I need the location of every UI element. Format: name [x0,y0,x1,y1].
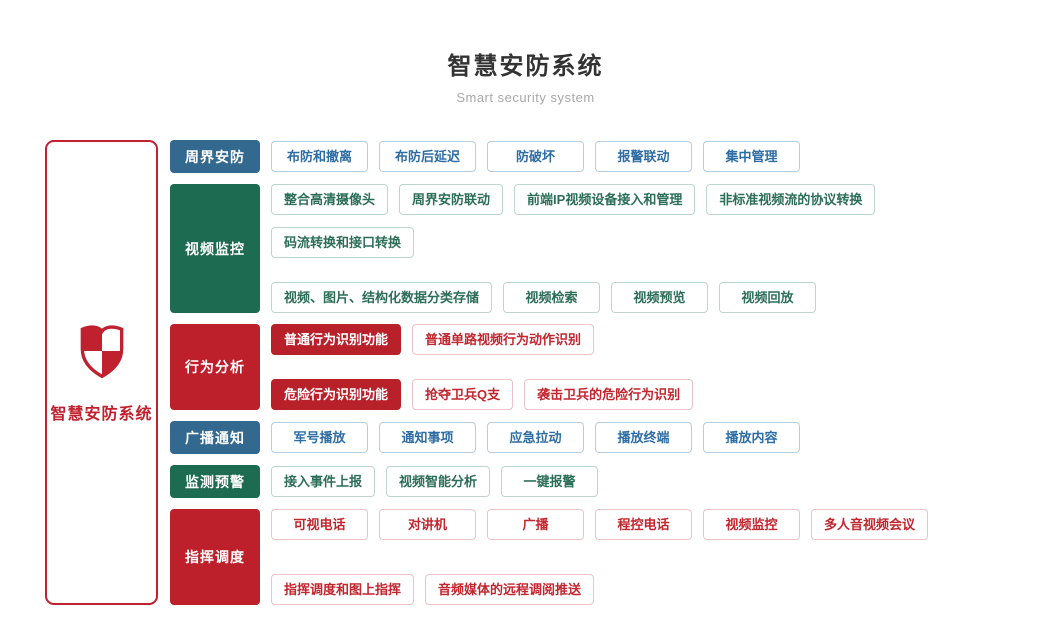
feature-item: 集中管理 [703,141,800,172]
feature-item: 报警联动 [595,141,692,172]
group-row-video-surveillance: 视频监控整合高清摄像头周界安防联动前端IP视频设备接入和管理非标准视频流的协议转… [170,184,1005,313]
group-items-perimeter-security: 布防和撤离布防后延迟防破坏报警联动集中管理 [271,140,1005,173]
group-items-monitoring-warning: 接入事件上报视频智能分析一键报警 [271,465,1005,498]
feature-item: 视频预览 [611,282,709,313]
feature-item: 视频智能分析 [386,466,491,497]
feature-item: 应急拉动 [487,422,584,453]
feature-item: 视频、图片、结构化数据分类存储 [271,282,493,313]
feature-item: 抢夺卫兵Q支 [412,379,514,410]
group-items-video-surveillance: 整合高清摄像头周界安防联动前端IP视频设备接入和管理非标准视频流的协议转换码流转… [271,184,1005,313]
diagram: 智慧安防系统 周界安防布防和撤离布防后延迟防破坏报警联动集中管理视频监控整合高清… [45,140,1005,605]
feature-item: 码流转换和接口转换 [271,227,415,258]
feature-item: 一键报警 [501,466,599,497]
group-row-perimeter-security: 周界安防布防和撤离布防后延迟防破坏报警联动集中管理 [170,140,1005,173]
feature-item: 程控电话 [595,509,692,540]
group-label-monitoring-warning: 监测预警 [170,465,260,498]
feature-item: 危险行为识别功能 [271,379,402,410]
group-items-broadcast-notification: 军号播放通知事项应急拉动播放终端播放内容 [271,421,1005,454]
feature-item: 袭击卫兵的危险行为识别 [524,379,694,410]
feature-item: 视频检索 [503,282,601,313]
group-label-broadcast-notification: 广播通知 [170,421,260,454]
page-subtitle: Smart security system [456,90,595,105]
feature-groups: 周界安防布防和撤离布防后延迟防破坏报警联动集中管理视频监控整合高清摄像头周界安防… [170,140,1005,605]
feature-item: 指挥调度和图上指挥 [271,574,415,605]
root-node-label: 智慧安防系统 [50,405,153,423]
feature-item: 前端IP视频设备接入和管理 [514,184,696,215]
page-header: 智慧安防系统 Smart security system [0,0,1051,105]
feature-item: 通知事项 [379,422,476,453]
group-row-behavior-analysis: 行为分析普通行为识别功能普通单路视频行为动作识别危险行为识别功能抢夺卫兵Q支袭击… [170,324,1005,410]
feature-item: 普通行为识别功能 [271,324,402,355]
feature-item: 视频回放 [719,282,817,313]
group-items-behavior-analysis: 普通行为识别功能普通单路视频行为动作识别危险行为识别功能抢夺卫兵Q支袭击卫兵的危… [271,324,1005,410]
feature-item: 布防和撤离 [271,141,368,172]
feature-item: 军号播放 [271,422,368,453]
group-label-command-dispatch: 指挥调度 [170,509,260,605]
feature-item: 接入事件上报 [271,466,376,497]
group-label-video-surveillance: 视频监控 [170,184,260,313]
feature-item: 音频媒体的远程调阅推送 [425,574,595,605]
group-row-monitoring-warning: 监测预警接入事件上报视频智能分析一键报警 [170,465,1005,498]
group-label-behavior-analysis: 行为分析 [170,324,260,410]
group-row-broadcast-notification: 广播通知军号播放通知事项应急拉动播放终端播放内容 [170,421,1005,454]
group-row-command-dispatch: 指挥调度可视电话对讲机广播程控电话视频监控多人音视频会议指挥调度和图上指挥音频媒… [170,509,1005,605]
feature-item: 播放内容 [703,422,800,453]
feature-item: 布防后延迟 [379,141,476,172]
feature-item: 普通单路视频行为动作识别 [412,324,595,355]
feature-item: 周界安防联动 [399,184,504,215]
feature-item: 广播 [487,509,584,540]
group-label-perimeter-security: 周界安防 [170,140,260,173]
feature-item: 整合高清摄像头 [271,184,389,215]
root-node: 智慧安防系统 [45,140,158,605]
group-items-command-dispatch: 可视电话对讲机广播程控电话视频监控多人音视频会议指挥调度和图上指挥音频媒体的远程… [271,509,1005,605]
page-title: 智慧安防系统 [447,53,604,80]
feature-item: 视频监控 [703,509,800,540]
feature-item: 多人音视频会议 [811,509,929,540]
feature-item: 可视电话 [271,509,368,540]
feature-item: 防破坏 [487,141,584,172]
shield-checkered-icon [76,322,128,385]
feature-item: 非标准视频流的协议转换 [706,184,876,215]
feature-item: 播放终端 [595,422,692,453]
feature-item: 对讲机 [379,509,476,540]
